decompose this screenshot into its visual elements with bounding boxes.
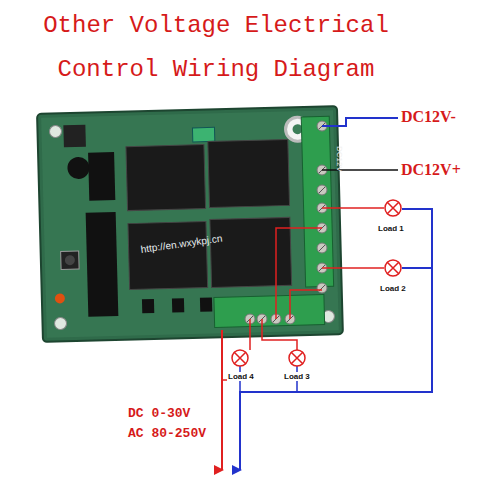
load-label: Load 4 — [227, 372, 255, 381]
load-label: Load 2 — [379, 284, 407, 293]
terminal-screw — [317, 283, 327, 293]
terminal-screw — [317, 243, 327, 253]
board-marking: DC12V — [335, 146, 344, 172]
power-label: DC12V+ — [401, 161, 461, 179]
diagram-title: Other Voltage Electrical Control Wiring … — [30, 4, 402, 92]
voltage-label: AC 80-250V — [128, 426, 206, 441]
terminal-screw — [317, 185, 327, 195]
load-label: Load 1 — [377, 224, 405, 233]
voltage-label: DC 0-30V — [128, 406, 190, 421]
load-label: Load 3 — [283, 372, 311, 381]
power-label: DC12V- — [401, 108, 456, 126]
